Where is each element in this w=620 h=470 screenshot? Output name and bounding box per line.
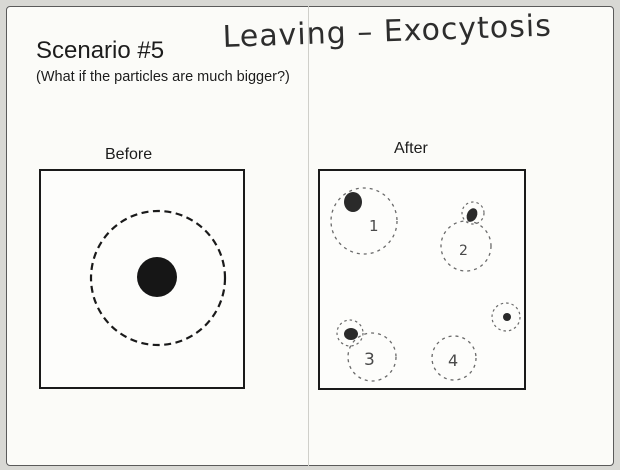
vesicle-3-bud [336, 319, 364, 347]
vesicle-number-3: 3 [364, 350, 375, 370]
vesicle-small [491, 302, 521, 332]
particle-3 [344, 328, 358, 340]
large-particle [137, 257, 177, 297]
after-diagram: 1 2 3 4 [330, 187, 521, 382]
before-label: Before [105, 146, 153, 163]
vesicle-1 [330, 187, 398, 255]
vesicle-2 [440, 220, 492, 272]
scenario-title: Scenario #5 [36, 37, 165, 64]
vesicle-2-bud [461, 201, 485, 225]
vesicle-number-4: 4 [448, 351, 458, 370]
scenario-question: (What if the particles are much bigger?) [36, 69, 290, 85]
particle-small [503, 313, 511, 321]
vesicle-number-1: 1 [369, 217, 379, 235]
vesicle-number-2: 2 [459, 243, 468, 259]
page-fold-line [308, 6, 309, 466]
after-diagram-box: 1 2 3 4 [318, 169, 526, 390]
cell-membrane [89, 209, 227, 347]
before-diagram-box [39, 169, 245, 389]
particle-1 [344, 192, 362, 212]
particle-2 [466, 208, 478, 222]
after-label: After [394, 140, 428, 157]
vesicle-3 [347, 332, 397, 382]
before-diagram [89, 209, 227, 347]
vesicle-4 [431, 335, 477, 381]
